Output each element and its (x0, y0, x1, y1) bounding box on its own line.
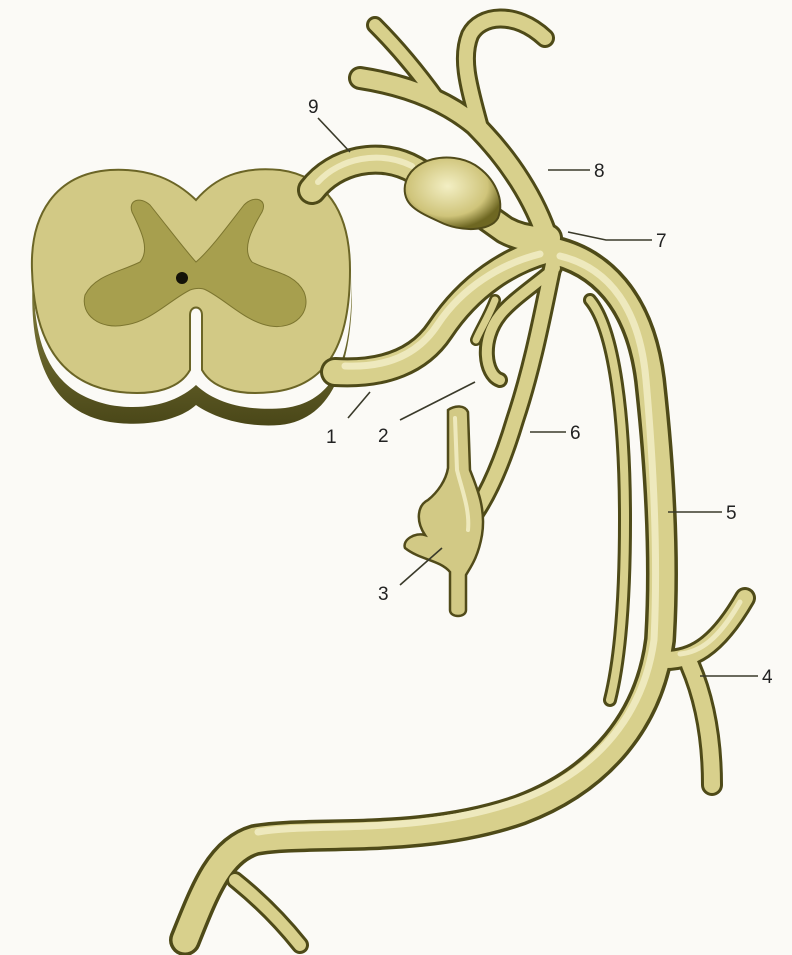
callout-5: 5 (726, 503, 737, 524)
ventral-root-fill (335, 250, 548, 372)
leader-line-9 (318, 118, 350, 152)
callout-6: 6 (570, 423, 581, 444)
spinal-cord-cross-section (32, 169, 352, 425)
callout-9: 9 (308, 97, 319, 118)
callout-7: 7 (656, 231, 667, 252)
callout-8: 8 (594, 161, 605, 182)
callout-3: 3 (378, 584, 389, 605)
callout-4: 4 (762, 667, 773, 688)
dorsal-ramus-branch-upper-fill (466, 18, 545, 128)
callout-1: 1 (326, 427, 337, 448)
leader-line-7 (568, 232, 652, 240)
sympathetic-trunk-body (405, 406, 484, 616)
spinal-ganglion (405, 158, 501, 230)
spinal-ganglion-shape (405, 158, 501, 230)
central-canal (176, 272, 188, 284)
sympathetic-trunk (405, 406, 484, 616)
leader-line-1 (348, 392, 370, 418)
anterior-cutaneous-branch-right-fill (235, 880, 300, 945)
callout-labels: 1 2 3 4 5 6 7 8 9 (308, 97, 773, 688)
callout-2: 2 (378, 426, 389, 447)
